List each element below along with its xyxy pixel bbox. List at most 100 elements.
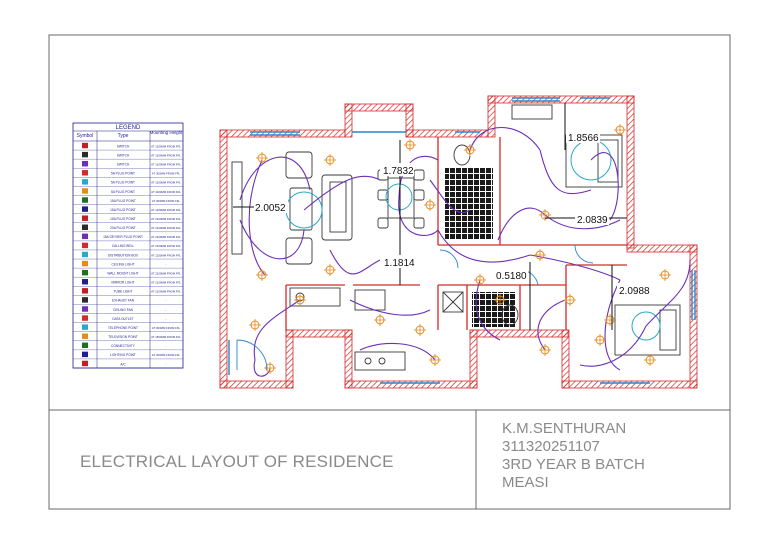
light-fixtures bbox=[249, 124, 671, 374]
ceiling-light-crosshair bbox=[464, 144, 476, 156]
sheet-border bbox=[48, 34, 731, 510]
legend-symbol-icon bbox=[82, 170, 88, 176]
ceiling-light-crosshair bbox=[539, 344, 551, 356]
dim-living: 2.0052 bbox=[255, 203, 286, 214]
legend-type-label: CEILING LIGHT bbox=[111, 262, 134, 266]
legend-height-label: AT 2100MM FROM FFL bbox=[151, 244, 181, 248]
windows bbox=[228, 97, 696, 384]
legend-type-label: TELEPHONE POINT bbox=[108, 326, 138, 330]
legend-symbol-icon bbox=[82, 351, 88, 358]
ceiling-light-crosshair bbox=[659, 269, 671, 281]
legend-symbol-icon bbox=[82, 279, 88, 285]
legend-symbol-icon bbox=[82, 315, 88, 321]
legend-type-label: A/C bbox=[120, 362, 126, 366]
ceiling-light-crosshair bbox=[374, 314, 386, 326]
legend-type-label: LIGHTING POINT bbox=[110, 353, 136, 357]
legend-symbol-icon bbox=[82, 179, 88, 185]
legend-symbol-icon bbox=[82, 306, 88, 312]
legend-header-type: Type bbox=[118, 133, 129, 139]
legend-symbol-icon bbox=[82, 260, 88, 267]
legend-symbol-icon bbox=[82, 215, 88, 221]
legend-symbol-icon bbox=[82, 324, 88, 330]
legend-height-label: - bbox=[166, 299, 167, 303]
legend-header-symbol: Symbol bbox=[77, 133, 94, 139]
legend-height-label: AT 1200MM FROM FFL bbox=[151, 144, 181, 148]
legend-type-label: SWITCH bbox=[117, 144, 130, 148]
floor-plan: 2.0052 1.7832 1.1814 1.8566 2.0839 0.518… bbox=[219, 95, 698, 389]
legend-type-label: 15A GEYSER PLUG POINT bbox=[103, 235, 143, 239]
ceiling-light-crosshair bbox=[604, 314, 616, 326]
legend-height-label: AT 300MM FROM FFL bbox=[152, 172, 181, 176]
legend-height-label: - bbox=[166, 362, 167, 366]
institution-label: MEASI bbox=[502, 474, 549, 491]
legend-symbol-icon bbox=[82, 288, 88, 294]
legend-height-label: AT 1000MM FROM FFL bbox=[151, 190, 181, 194]
legend-height-label: - bbox=[166, 344, 167, 348]
dim-lobby: 0.5180 bbox=[496, 271, 527, 282]
legend-type-label: 5A PLUG POINT bbox=[111, 181, 135, 185]
author-name: K.M.SENTHURAN bbox=[502, 420, 627, 437]
ceiling-light-crosshair bbox=[324, 154, 336, 166]
legend-height-label: - bbox=[166, 262, 167, 266]
legend-type-label: 15A PLUG POINT bbox=[110, 217, 136, 221]
wiring-runs bbox=[239, 127, 691, 377]
legend-height-label: AT 300MM FROM FFL bbox=[152, 199, 181, 203]
legend-height-label: AT 1200MM FROM FFL bbox=[151, 153, 181, 157]
legend-symbol-icon bbox=[82, 188, 88, 194]
legend-height-label: AT 1200MM FROM FFL bbox=[151, 208, 181, 212]
ceiling-light-crosshair bbox=[474, 274, 486, 286]
ceiling-light-crosshair bbox=[429, 354, 441, 366]
legend-type-label: EXHAUST FAN bbox=[112, 299, 135, 303]
legend-height-label: AT 2100MM FROM FFL bbox=[151, 281, 181, 285]
ceiling-light-crosshair bbox=[564, 294, 576, 306]
legend-type-label: DISTRIBUTION BOX bbox=[108, 253, 139, 257]
legend-symbol-icon bbox=[82, 297, 88, 303]
legend-header-height: Mounting Height bbox=[150, 130, 184, 135]
legend-type-label: DATA OUTLET bbox=[112, 317, 133, 321]
exterior-walls bbox=[219, 95, 698, 389]
legend-height-label: - bbox=[166, 308, 167, 312]
register-number: 311320251107 bbox=[502, 438, 600, 455]
ceiling-light-crosshair bbox=[249, 319, 261, 331]
ceiling-light-crosshair bbox=[534, 249, 546, 261]
dimension-labels: 2.0052 1.7832 1.1814 1.8566 2.0839 0.518… bbox=[254, 130, 651, 297]
legend-type-label: 15A PLUG POINT bbox=[110, 208, 136, 212]
legend-symbol-icon bbox=[82, 224, 88, 230]
legend-height-label: AT 1500MM FROM FFL bbox=[151, 335, 181, 339]
legend-type-label: TELEVISION POINT bbox=[108, 335, 137, 339]
legend-type-label: CONNECTIVITY bbox=[111, 344, 136, 348]
legend-symbol-icon bbox=[82, 333, 88, 339]
legend-height-label: AT 1200MM FROM FFL bbox=[151, 163, 181, 167]
ceiling-light-crosshair bbox=[324, 264, 336, 276]
legend-symbol-icon bbox=[82, 142, 88, 149]
legend-height-label: AT 2100MM FROM FFL bbox=[151, 235, 181, 239]
ceiling-light-crosshair bbox=[294, 294, 306, 306]
legend-type-label: TUBE LIGHT bbox=[114, 290, 133, 294]
legend-type-label: WALL MOUNT LIGHT bbox=[107, 271, 138, 275]
dim-bed1-width: 2.0839 bbox=[577, 215, 608, 226]
legend-type-label: 20A PLUG POINT bbox=[110, 226, 136, 230]
dim-passage: 1.1814 bbox=[384, 258, 415, 269]
ceiling-light-crosshair bbox=[424, 199, 436, 211]
legend-symbol-icon bbox=[82, 160, 88, 167]
legend-height-label: AT 300MM FROM FFL bbox=[152, 326, 181, 330]
dim-dining: 1.7832 bbox=[383, 166, 414, 177]
ceiling-light-crosshair bbox=[614, 124, 626, 136]
legend-type-label: 5A PLUG POINT bbox=[111, 172, 135, 176]
legend-height-label: AT 2100MM FROM FFL bbox=[151, 290, 181, 294]
ceiling-light-crosshair bbox=[414, 324, 426, 336]
legend-symbol-icon bbox=[82, 151, 88, 158]
legend-type-label: CALLING BELL bbox=[112, 244, 135, 248]
ceiling-light-crosshair bbox=[404, 139, 416, 151]
legend-height-label: - bbox=[166, 317, 167, 321]
ceiling-light-crosshair bbox=[539, 209, 551, 221]
legend-type-label: 15A PLUG POINT bbox=[110, 199, 136, 203]
batch-label: 3RD YEAR B BATCH bbox=[502, 456, 645, 473]
legend-symbol-icon bbox=[82, 197, 88, 203]
legend-height-label: AT 2100MM FROM FFL bbox=[151, 217, 181, 221]
legend-type-label: 5A PLUG POINT bbox=[111, 190, 135, 194]
legend-type-label: MIRROR LIGHT bbox=[111, 281, 134, 285]
legend-height-label: AT 300MM FROM FFL bbox=[152, 353, 181, 357]
legend-type-label: SWITCH bbox=[117, 153, 130, 157]
